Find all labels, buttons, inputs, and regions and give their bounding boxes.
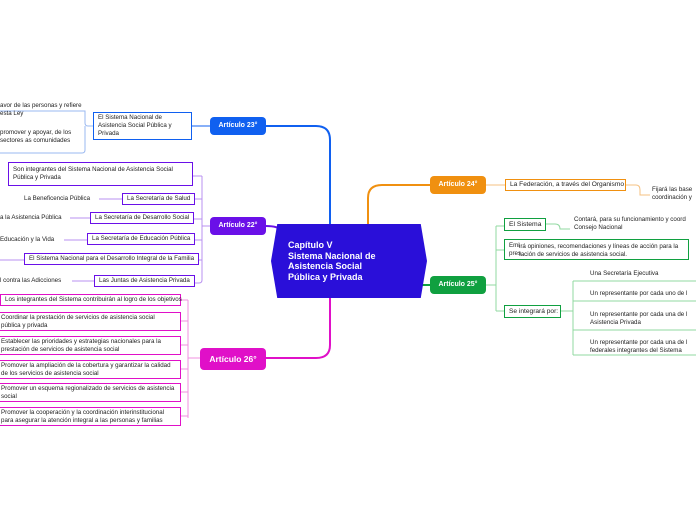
art25-member-2[interactable]: Un representante por cada una de l Asist… <box>590 311 688 326</box>
art22-right-0[interactable]: La Secretaría de Salud <box>122 193 196 205</box>
art22-right-4[interactable]: Las Juntas de Asistencia Privada <box>94 275 195 287</box>
art22-left-2[interactable]: Educación y la Vida <box>0 236 55 243</box>
center-node-chapter-title[interactable]: Capítulo V Sistema Nacional de Asistenci… <box>271 224 427 298</box>
art25-member-3[interactable]: Un representante por cada una de l feder… <box>590 339 688 354</box>
art24-sub[interactable]: Fijará las base coordinación y <box>652 186 693 201</box>
art22-right-3[interactable]: El Sistema Nacional para el Desarrollo I… <box>24 253 200 265</box>
art26-item-5[interactable]: Promover la cooperación y la coordinació… <box>0 407 181 426</box>
art25-member-0[interactable]: Una Secretaría Ejecutiva <box>590 270 659 277</box>
link-art25-members <box>561 280 696 356</box>
link-center-art26 <box>266 298 331 359</box>
art25-emite-a: Emi <box>509 242 520 249</box>
art22-left-1[interactable]: a la Asistencia Pública <box>0 214 62 221</box>
art25-sistema-desc[interactable]: Contará, para su funcionamiento y coord … <box>574 216 686 231</box>
art26-node[interactable]: Artículo 26° <box>200 348 266 370</box>
art25-emite-box[interactable] <box>504 239 689 260</box>
art26-item-1[interactable]: Coordinar la prestación de servicios de … <box>0 312 181 331</box>
art23-item-2[interactable]: promover y apoyar, de los sectores as co… <box>0 129 72 144</box>
art23-item-1[interactable]: avor de las personas y refiere esta Ley <box>0 102 82 117</box>
art24-item[interactable]: La Federación, a través del Organismo <box>505 179 626 191</box>
link-art26-bracket <box>181 299 200 418</box>
art22-left-0[interactable]: La Beneficencia Pública <box>24 195 91 202</box>
art26-item-4[interactable]: Promover un esquema regionalizado de ser… <box>0 383 181 402</box>
link-art25-sistema <box>546 223 570 230</box>
art22-node[interactable]: Artículo 22° <box>210 217 266 235</box>
art22-left-4[interactable]: l contra las Adicciones <box>0 277 62 284</box>
art25-emite-b: pres <box>509 250 522 257</box>
art26-item-0[interactable]: Los integrantes del Sistema contribuirán… <box>0 294 182 306</box>
link-center-art24 <box>367 184 430 224</box>
art25-sistema[interactable]: El Sistema <box>504 218 546 231</box>
art25-integrara[interactable]: Se integrará por: <box>504 305 561 318</box>
link-art22-bracket <box>193 175 210 284</box>
link-art23-bracket <box>0 110 93 154</box>
art26-item-3[interactable]: Promover la ampliación de la cobertura y… <box>0 360 181 379</box>
art25-member-1[interactable]: Un representante por cada uno de l <box>590 290 688 297</box>
art25-node[interactable]: Artículo 25° <box>430 276 486 294</box>
link-center-art23 <box>266 125 331 232</box>
art24-node[interactable]: Artículo 24° <box>430 176 486 194</box>
art25-emite-text: irá opiniones, recomendaciones y líneas … <box>519 243 679 258</box>
art22-right-1[interactable]: La Secretaría de Desarrollo Social <box>90 212 195 224</box>
art23-item-0[interactable]: El Sistema Nacional de Asistencia Social… <box>93 112 192 140</box>
link-art24-child <box>486 184 650 196</box>
art22-heading[interactable]: Son integrantes del Sistema Nacional de … <box>8 162 193 186</box>
art23-node[interactable]: Artículo 23° <box>210 117 266 135</box>
art26-item-2[interactable]: Establecer las prioridades y estrategias… <box>0 336 181 355</box>
link-art22-inner <box>0 198 122 282</box>
link-art25-bracket <box>486 225 504 312</box>
art22-right-2[interactable]: La Secretaría de Educación Pública <box>87 233 196 245</box>
